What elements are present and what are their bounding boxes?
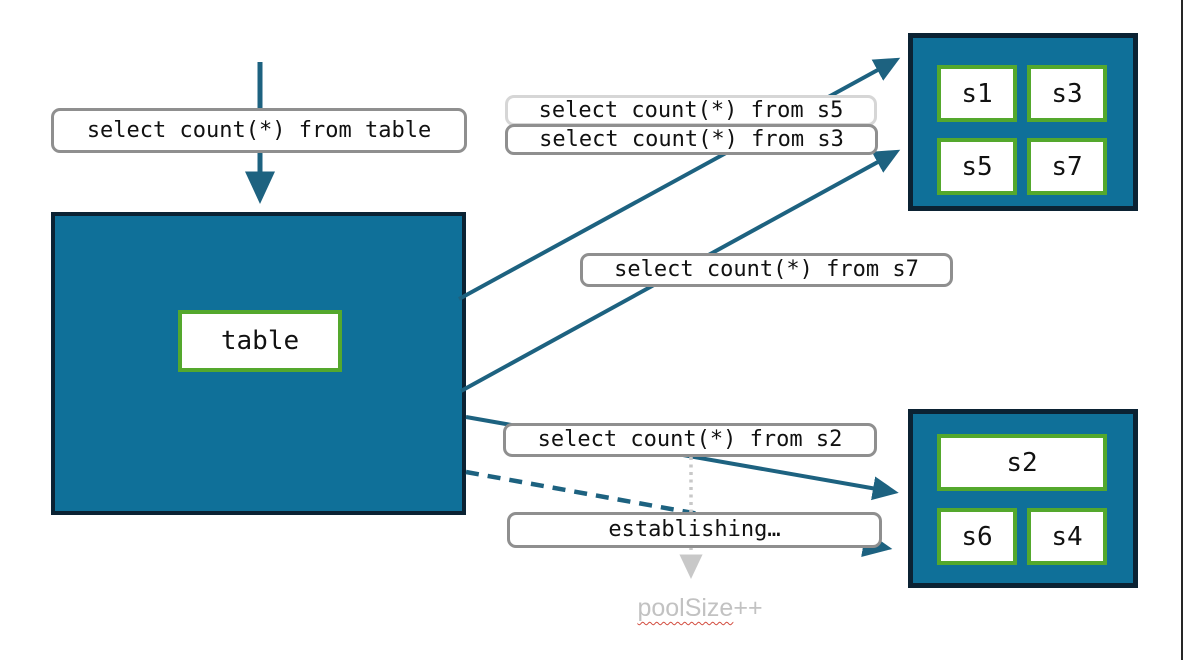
pool-size-word: poolSize (637, 594, 734, 622)
shard-s7: s7 (1027, 138, 1107, 195)
slide-edge-line (1181, 0, 1183, 660)
shard-s1: s1 (937, 65, 1017, 122)
shard-s4-label: s4 (1051, 521, 1083, 552)
query-label-table-text: select count(*) from table (86, 117, 432, 143)
query-label-s5-text: select count(*) from s5 (538, 97, 844, 123)
pool-size-suffix: ++ (733, 594, 763, 622)
query-label-s3: select count(*) from s3 (505, 124, 878, 155)
shard-s4: s4 (1027, 508, 1107, 565)
shard-s7-label: s7 (1051, 151, 1083, 182)
query-label-s2-text: select count(*) from s2 (537, 427, 843, 452)
establishing-label: establishing… (507, 512, 882, 548)
query-label-s7-text: select count(*) from s7 (614, 257, 919, 282)
query-label-table: select count(*) from table (51, 108, 467, 153)
shard-s2: s2 (937, 434, 1107, 491)
query-label-s7: select count(*) from s7 (580, 253, 953, 287)
establishing-label-text: establishing… (608, 517, 781, 542)
query-label-s2: select count(*) from s2 (503, 423, 877, 457)
shard-s6-label: s6 (961, 521, 993, 552)
query-label-s5: select count(*) from s5 (505, 95, 877, 126)
shard-s2-label: s2 (1006, 447, 1038, 478)
pool-size-note: poolSize++ (560, 594, 840, 623)
shard-s1-label: s1 (961, 78, 993, 109)
shard-s6: s6 (937, 508, 1017, 565)
query-label-s3-text: select count(*) from s3 (539, 126, 844, 152)
shard-s5-label: s5 (961, 151, 993, 182)
shard-s3-label: s3 (1051, 78, 1083, 109)
table-cell-label: table (220, 326, 300, 356)
shard-s5: s5 (937, 138, 1017, 195)
table-cell: table (178, 310, 342, 372)
shard-s3: s3 (1027, 65, 1107, 122)
